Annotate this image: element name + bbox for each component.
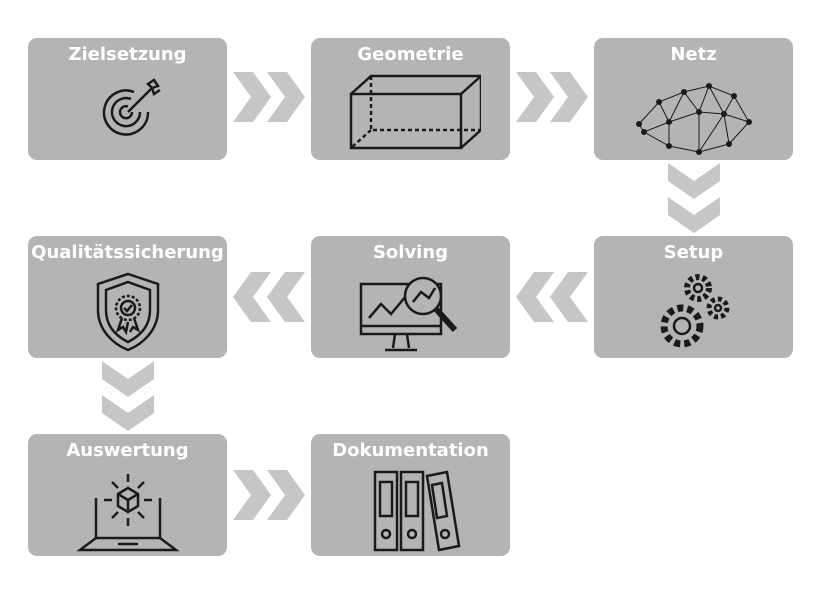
arrow-left-1 (516, 272, 588, 322)
step-label: Solving (372, 242, 449, 263)
step-label: Zielsetzung (68, 44, 187, 65)
step-label: Setup (663, 242, 724, 263)
arrow-down-1 (668, 163, 720, 233)
step-label: Geometrie (357, 44, 464, 65)
arrow-right-1 (233, 72, 305, 122)
step-label: Dokumentation (332, 440, 489, 461)
mesh-icon (635, 83, 752, 155)
step-auswertung: Auswertung (28, 434, 227, 556)
step-dokumentation: Dokumentation (311, 434, 510, 556)
arrow-left-2 (233, 272, 305, 322)
shield-badge-icon (96, 272, 159, 352)
gears-icon (660, 274, 729, 348)
step-geometrie: Geometrie (311, 38, 510, 160)
step-netz: Netz (594, 38, 793, 160)
target-icon (102, 78, 161, 136)
step-solving: Solving (311, 236, 510, 358)
step-label: Netz (670, 44, 717, 65)
binders-icon (373, 470, 460, 552)
step-setup: Setup (594, 236, 793, 358)
laptop-cube-icon (75, 474, 180, 552)
step-label: Auswertung (66, 440, 189, 461)
arrow-right-2 (516, 72, 588, 122)
step-qualitaetssicherung: Qualitätssicherung (28, 236, 227, 358)
arrow-down-2 (102, 361, 154, 431)
monitor-magnifier-icon (359, 276, 457, 352)
cube-icon (349, 74, 481, 150)
step-zielsetzung: Zielsetzung (28, 38, 227, 160)
step-label: Qualitätssicherung (31, 242, 224, 263)
arrow-right-3 (233, 470, 305, 520)
